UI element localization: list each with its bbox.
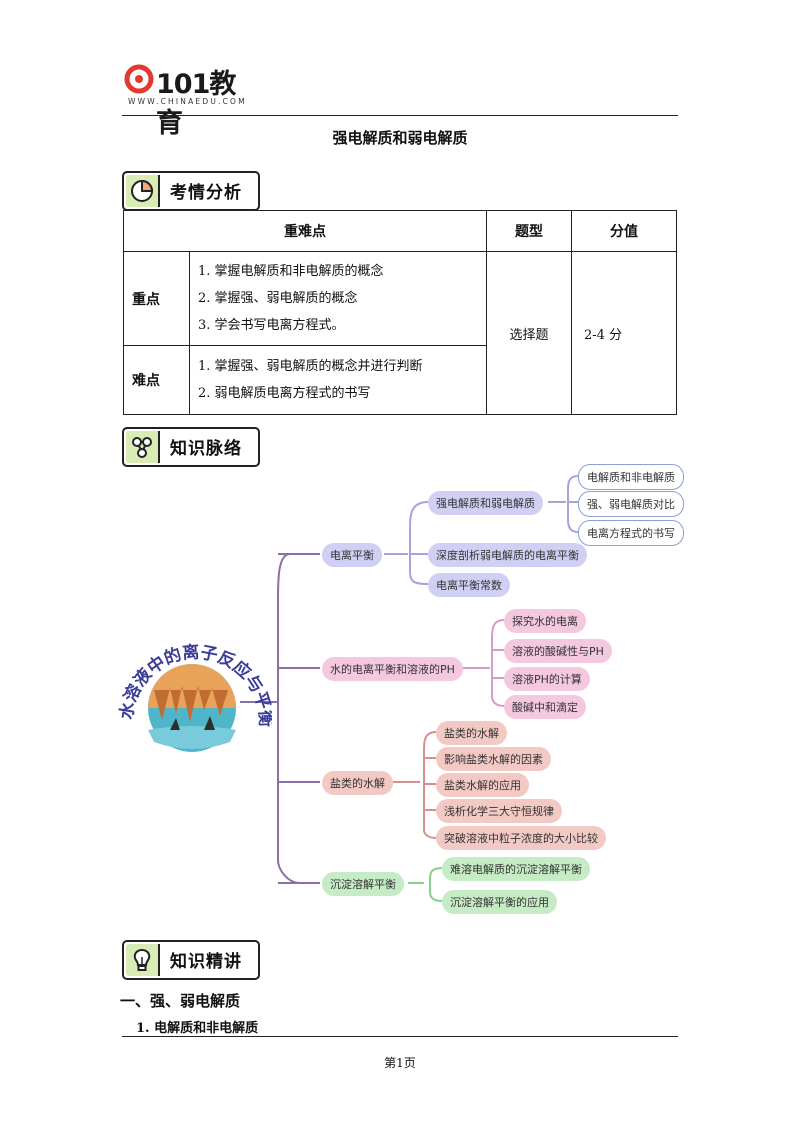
- mindmap-node: 电离平衡常数: [428, 573, 510, 597]
- mindmap-node: 深度剖析弱电解质的电离平衡: [428, 543, 587, 567]
- mindmap-node: 盐类的水解: [322, 771, 393, 795]
- row-label: 重点: [123, 251, 190, 346]
- list-item: 3. 学会书写电离方程式。: [198, 318, 345, 333]
- lightbulb-icon: [126, 944, 160, 976]
- section-title: 知识脉络: [170, 439, 242, 459]
- mindmap-node: 盐类水解的应用: [436, 773, 529, 797]
- document-title: 强电解质和弱电解质: [332, 129, 468, 147]
- mindmap-node: 酸碱中和滴定: [504, 695, 586, 719]
- brand-logo: 101教育 WWW.CHINAEDU.COM: [124, 64, 254, 139]
- table-row: 重点 1. 掌握电解质和非电解质的概念 2. 掌握强、弱电解质的概念 3. 学会…: [123, 251, 677, 415]
- mindmap-node: 强电解质和弱电解质: [428, 491, 543, 515]
- section-banner-knowledge-map: 知识脉络: [122, 427, 260, 467]
- mindmap-node: 电解质和非电解质: [578, 464, 684, 490]
- subsection-heading: 1. 电解质和非电解质: [136, 1021, 259, 1036]
- list-item: 1. 掌握电解质和非电解质的概念: [198, 264, 384, 279]
- mindmap-node: 溶液的酸碱性与PH: [504, 639, 612, 663]
- mindmap-node: 影响盐类水解的因素: [436, 747, 551, 771]
- section-heading: 一、强、弱电解质: [120, 992, 241, 1010]
- center-topic-text: 水溶液中的离子反应与平衡: [116, 642, 277, 728]
- header-divider: [122, 115, 678, 116]
- mindmap-node: 溶液PH的计算: [504, 667, 590, 691]
- center-topic: 水溶液中的离子反应与平衡: [114, 626, 277, 736]
- list-item: 1. 掌握强、弱电解质的概念并进行判断: [198, 359, 423, 374]
- logo-text: 101教育: [156, 69, 236, 139]
- question-type-cell: 选择题: [486, 251, 572, 415]
- list-item: 2. 弱电解质电离方程式的书写: [198, 386, 371, 401]
- mindmap-node: 突破溶液中粒子浓度的大小比较: [436, 826, 606, 850]
- mindmap-node: 难溶电解质的沉淀溶解平衡: [442, 857, 590, 881]
- section-title: 考情分析: [170, 183, 242, 203]
- mindmap-node: 浅析化学三大守恒规律: [436, 799, 562, 823]
- cave-illustration-icon: [148, 664, 236, 752]
- pie-chart-icon: [126, 175, 160, 207]
- mindmap-node: 沉淀溶解平衡: [322, 872, 404, 896]
- table-header-row: 重难点 题型 分值: [123, 210, 677, 252]
- mindmap-node: 强、弱电解质对比: [578, 491, 684, 517]
- logo-mark-icon: [124, 64, 154, 94]
- key-points-table: 重难点 题型 分值 重点 1. 掌握电解质和非电解质的概念 2. 掌握强、弱电解…: [123, 210, 677, 415]
- footer-divider: [122, 1036, 678, 1037]
- mind-map-connectors: [240, 475, 579, 902]
- mindmap-node: 沉淀溶解平衡的应用: [442, 890, 557, 914]
- score-cell: 2-4 分: [571, 251, 677, 415]
- column-header: 重难点: [123, 210, 487, 252]
- mindmap-node: 盐类的水解: [436, 721, 507, 745]
- mindmap-node: 电离平衡: [322, 543, 382, 567]
- mindmap-node: 探究水的电离: [504, 609, 586, 633]
- logo-url: WWW.CHINAEDU.COM: [128, 97, 247, 106]
- list-item: 2. 掌握强、弱电解质的概念: [198, 291, 358, 306]
- row-items: 1. 掌握强、弱电解质的概念并进行判断 2. 弱电解质电离方程式的书写: [189, 345, 487, 415]
- column-header: 分值: [571, 210, 677, 252]
- mindmap-node: 水的电离平衡和溶液的PH: [322, 657, 463, 681]
- section-title: 知识精讲: [170, 952, 242, 972]
- mindmap-node: 电离方程式的书写: [578, 520, 684, 546]
- svg-text:水溶液中的离子反应与平衡: 水溶液中的离子反应与平衡: [116, 642, 272, 728]
- row-label: 难点: [123, 345, 190, 415]
- page-number: 第1页: [384, 1056, 416, 1070]
- mind-map: 水溶液中的离子反应与平衡 电离平衡 水的电离平衡和溶液的PH 盐类的水解 沉淀溶…: [0, 460, 800, 930]
- table-row: 难点 1. 掌握强、弱电解质的概念并进行判断 2. 弱电解质电离方程式的书写: [123, 345, 677, 415]
- row-items: 1. 掌握电解质和非电解质的概念 2. 掌握强、弱电解质的概念 3. 学会书写电…: [189, 251, 487, 346]
- molecule-icon: [126, 431, 160, 463]
- column-header: 题型: [486, 210, 572, 252]
- section-banner-knowledge-detail: 知识精讲: [122, 940, 260, 980]
- section-banner-analysis: 考情分析: [122, 171, 260, 211]
